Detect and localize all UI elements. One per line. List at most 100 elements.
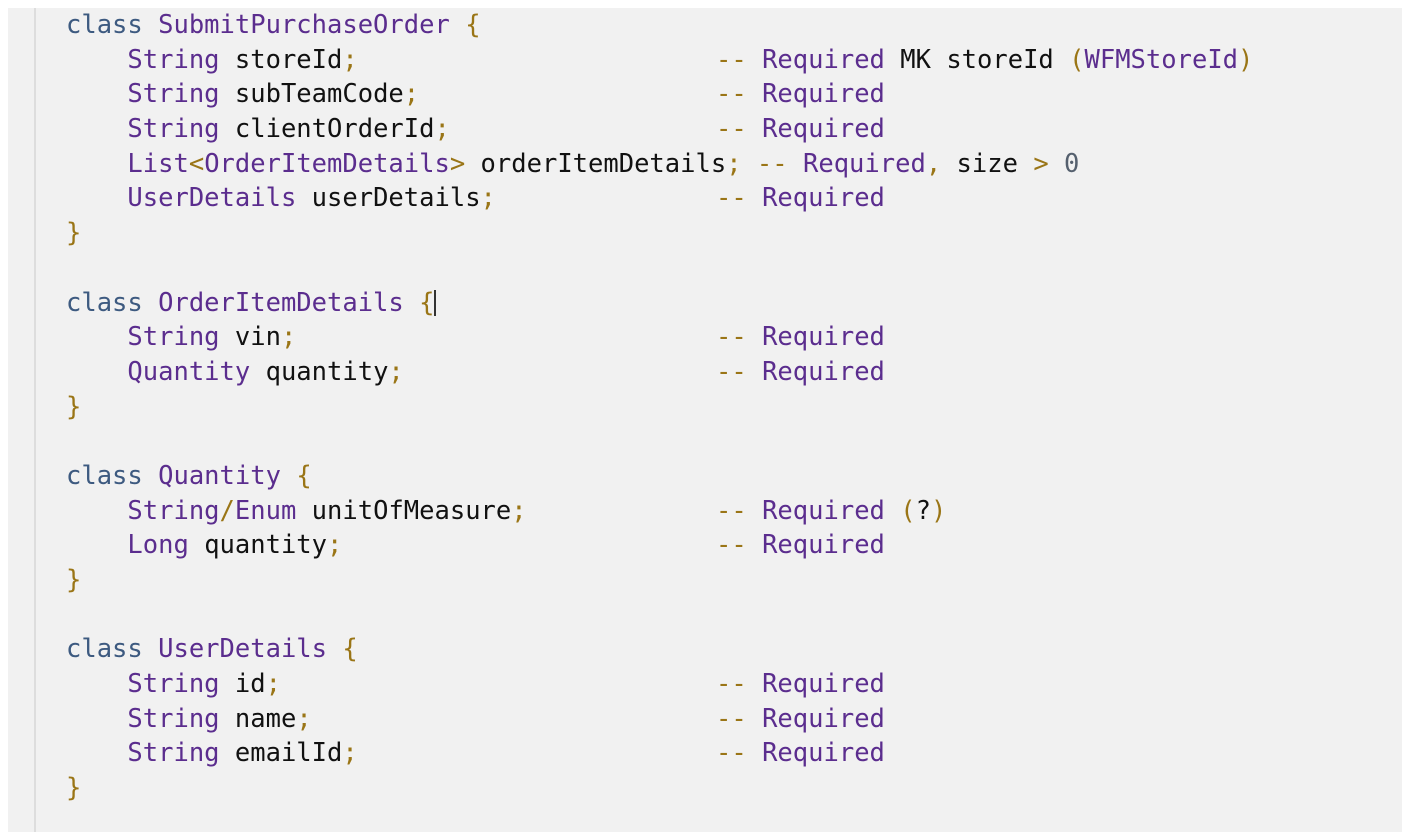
trailing-comment: -- Required MK storeId (WFMStoreId) <box>716 43 1253 78</box>
trailing-comment: -- Required <box>716 702 885 737</box>
code-line[interactable]: } <box>66 771 1402 806</box>
code-line[interactable]: String vin;-- Required <box>66 320 1402 355</box>
comment-token: ) <box>930 495 947 526</box>
code-token: ; <box>511 495 527 526</box>
code-token <box>450 10 465 40</box>
code-token <box>66 738 127 768</box>
code-token: orderItemDetails <box>465 148 727 179</box>
code-token <box>788 149 803 179</box>
code-line[interactable]: } <box>66 390 1402 425</box>
comment-token <box>747 79 762 109</box>
trailing-comment: -- Required <box>716 320 885 355</box>
comment-token: -- <box>716 44 747 75</box>
comment-token: Required <box>762 738 885 769</box>
comment-token <box>747 738 762 768</box>
code-token <box>66 114 127 144</box>
code-token: ; <box>388 356 404 387</box>
code-token: } <box>66 218 82 249</box>
code-token: Long <box>127 530 189 561</box>
code-line[interactable] <box>66 598 1402 633</box>
code-token: String <box>127 79 220 110</box>
code-line[interactable] <box>66 251 1402 286</box>
code-token: UserDetails <box>158 634 328 665</box>
code-line[interactable]: class SubmitPurchaseOrder { <box>66 8 1402 43</box>
comment-token: -- <box>716 530 747 561</box>
comment-token: -- <box>716 703 747 734</box>
code-token: String <box>127 495 220 526</box>
code-token: ; <box>342 44 358 75</box>
code-token <box>66 322 127 352</box>
code-token: String <box>127 44 220 75</box>
code-token <box>66 357 127 387</box>
code-token: { <box>296 460 312 491</box>
comment-token: Required <box>762 183 885 214</box>
code-token: size <box>941 148 1034 179</box>
code-token: String <box>127 114 220 145</box>
trailing-comment: -- Required <box>716 112 885 147</box>
comment-token: Required <box>762 79 885 110</box>
comment-token: Required <box>762 114 885 145</box>
code-token <box>66 79 127 109</box>
code-token: id <box>219 669 266 700</box>
code-token <box>66 183 127 213</box>
code-line[interactable] <box>66 424 1402 459</box>
code-line[interactable]: Long quantity;-- Required <box>66 528 1402 563</box>
code-line[interactable]: String emailId;-- Required <box>66 736 1402 771</box>
code-token: storeId <box>219 44 343 75</box>
code-line[interactable]: String subTeamCode; -- Required <box>66 77 1402 112</box>
comment-token <box>747 357 762 387</box>
code-block[interactable]: class SubmitPurchaseOrder { String store… <box>8 8 1402 832</box>
code-token: vin <box>219 322 281 353</box>
code-token: OrderItemDetails <box>204 148 450 179</box>
code-token <box>143 461 158 491</box>
code-token: / <box>219 495 235 526</box>
gutter-rule <box>34 8 36 832</box>
code-line[interactable]: } <box>66 563 1402 598</box>
code-token: quantity <box>250 356 389 387</box>
code-token: subTeamCode <box>219 79 404 110</box>
code-token: UserDetails <box>127 183 297 214</box>
trailing-comment: -- Required <box>716 528 885 563</box>
code-line[interactable]: UserDetails userDetails; -- Required <box>66 181 1402 216</box>
code-line[interactable]: } <box>66 216 1402 251</box>
code-token: > <box>449 148 466 179</box>
code-line[interactable]: String clientOrderId;-- Required <box>66 112 1402 147</box>
code-token: ; <box>280 322 297 353</box>
code-token: { <box>465 10 481 40</box>
code-token: ; <box>403 79 420 110</box>
code-token <box>143 10 158 40</box>
code-line[interactable]: String id;-- Required <box>66 667 1402 702</box>
trailing-comment: -- Required <box>716 736 885 771</box>
code-token <box>327 634 342 664</box>
code-line[interactable]: String storeId; -- Required MK storeId (W… <box>66 43 1402 78</box>
code-editor-text-area[interactable]: class SubmitPurchaseOrder { String store… <box>66 8 1402 832</box>
code-token <box>66 496 127 526</box>
comment-token <box>747 45 762 75</box>
code-token: ; <box>480 183 496 214</box>
code-token: String <box>127 669 220 700</box>
comment-token <box>747 530 762 560</box>
code-token: < <box>188 148 205 179</box>
code-token: userDetails <box>296 183 481 214</box>
comment-token: -- <box>716 79 747 110</box>
code-line[interactable]: class OrderItemDetails { <box>66 286 1402 321</box>
trailing-comment: -- Required <box>716 181 885 216</box>
code-token: quantity <box>188 530 328 561</box>
code-token: emailId <box>219 738 343 769</box>
code-line[interactable]: Quantity quantity;-- Required <box>66 355 1402 390</box>
code-token: ; <box>342 738 358 769</box>
code-token: class <box>66 634 143 665</box>
comment-token: Required <box>762 495 885 526</box>
code-token: { <box>342 634 358 665</box>
code-token: } <box>66 565 82 595</box>
code-token: > <box>1033 148 1049 179</box>
code-token: } <box>66 773 82 804</box>
code-line[interactable]: String name;-- Required <box>66 702 1402 737</box>
code-token <box>66 149 127 179</box>
code-line[interactable]: String/Enum unitOfMeasure;-- Required (?… <box>66 494 1402 529</box>
text-caret <box>434 289 437 316</box>
code-line[interactable]: List<OrderItemDetails> orderItemDetails;… <box>66 147 1402 182</box>
comment-token <box>747 704 762 734</box>
code-line[interactable]: class Quantity { <box>66 459 1402 494</box>
code-line[interactable]: class UserDetails { <box>66 632 1402 667</box>
